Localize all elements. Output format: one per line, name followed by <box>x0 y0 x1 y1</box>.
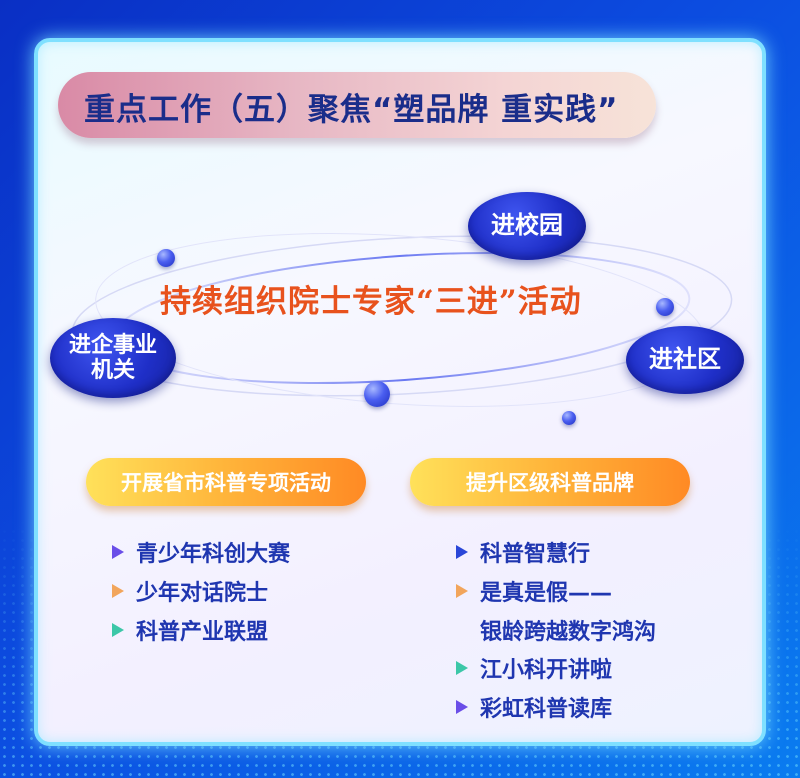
triangle-bullet-icon <box>456 584 468 598</box>
headline: 持续组织院士专家“三进”活动 <box>160 284 582 320</box>
list-item: 少年对话院士 <box>112 575 268 607</box>
bubble-community-label: 进社区 <box>649 345 721 374</box>
title-banner <box>58 72 656 138</box>
triangle-bullet-icon <box>456 700 468 714</box>
list-item-continuation: 银龄跨越数字鸿沟 <box>480 620 657 645</box>
list-item: 江小科开讲啦 <box>456 652 612 684</box>
triangle-bullet-icon <box>112 584 124 598</box>
list-item: 科普智慧行 <box>456 536 590 568</box>
triangle-bullet-icon <box>112 623 124 637</box>
list-item-label: 科普智慧行 <box>480 542 591 567</box>
triangle-bullet-icon <box>456 545 468 559</box>
list-item-label: 是真是假—— <box>480 581 613 606</box>
orbit-ball <box>157 249 175 267</box>
list-item: 科普产业联盟 <box>112 614 268 646</box>
left-section-heading: 开展省市科普专项活动 <box>86 458 366 506</box>
bubble-enterprise-line1: 进企事业 <box>68 332 157 358</box>
list-item: 彩虹科普读库 <box>456 691 612 723</box>
content-card <box>34 38 766 746</box>
left-section-heading-label: 开展省市科普专项活动 <box>121 471 331 495</box>
page-title: 重点工作（五）聚焦“塑品牌 重实践” <box>84 92 619 128</box>
list-item-label: 科普产业联盟 <box>136 620 269 645</box>
list-item-label: 少年对话院士 <box>136 581 269 606</box>
list-item: 是真是假—— <box>456 575 612 607</box>
right-section-heading: 提升区级科普品牌 <box>410 458 690 506</box>
bubble-campus: 进校园 <box>468 192 586 260</box>
orbit-ball <box>562 411 576 425</box>
bubble-enterprise: 进企事业 机关 <box>50 318 176 398</box>
right-section-heading-label: 提升区级科普品牌 <box>466 471 634 495</box>
orbit-ball <box>656 298 674 316</box>
list-item: 青少年科创大赛 <box>112 536 290 568</box>
bubble-enterprise-line2: 机关 <box>90 358 135 383</box>
orbit-ball <box>364 381 390 407</box>
list-item-label: 青少年科创大赛 <box>136 542 291 567</box>
triangle-bullet-icon <box>112 545 124 559</box>
bubble-community: 进社区 <box>626 326 744 394</box>
list-item-label: 彩虹科普读库 <box>480 697 613 722</box>
triangle-bullet-icon <box>456 661 468 675</box>
bubble-campus-label: 进校园 <box>491 211 563 240</box>
list-item-label: 江小科开讲啦 <box>480 658 613 683</box>
